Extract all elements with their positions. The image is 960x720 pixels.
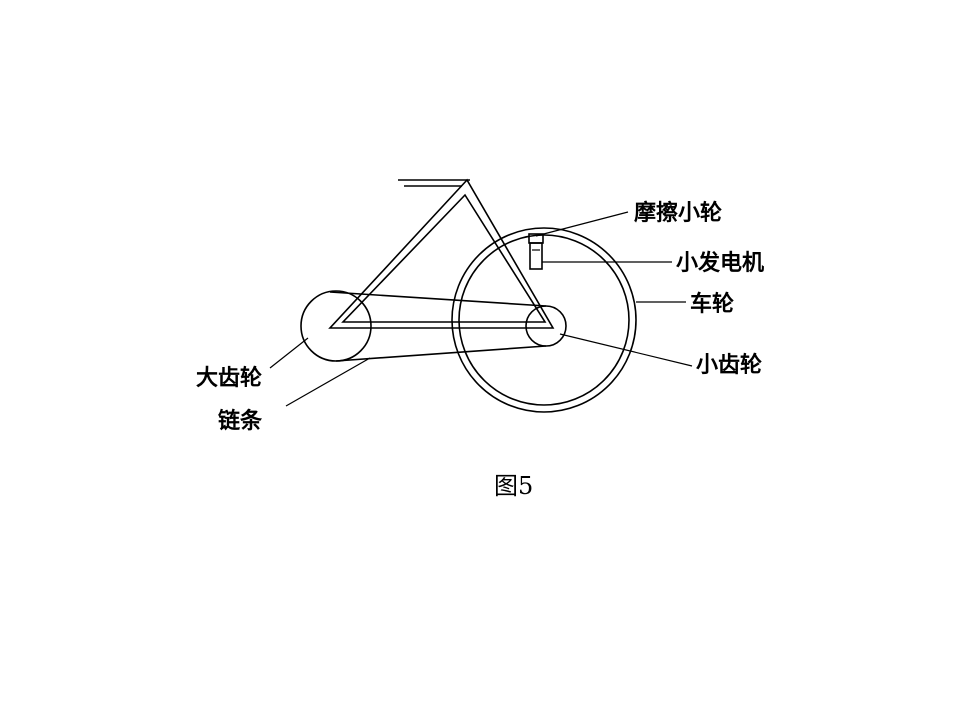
leader-big-gear <box>269 337 309 369</box>
bicycle-frame <box>328 178 555 329</box>
friction-wheel <box>528 233 544 244</box>
leader-small-gear <box>559 333 693 367</box>
label-generator: 小发电机 <box>676 250 764 276</box>
small-gear <box>525 305 567 347</box>
chain <box>329 291 547 362</box>
label-friction-wheel: 摩擦小轮 <box>634 200 722 226</box>
wheel <box>451 227 637 413</box>
handlebar <box>398 179 470 187</box>
figure-caption: 图5 <box>494 472 533 500</box>
leader-friction-wheel <box>535 211 629 237</box>
big-gear <box>300 290 372 362</box>
label-chain: 链条 <box>218 408 263 434</box>
generator <box>528 233 544 270</box>
leader-lines <box>269 211 693 407</box>
label-small-gear: 小齿轮 <box>696 352 762 378</box>
leader-chain <box>285 357 371 407</box>
label-big-gear: 大齿轮 <box>196 365 262 391</box>
label-wheel: 车轮 <box>690 291 734 317</box>
